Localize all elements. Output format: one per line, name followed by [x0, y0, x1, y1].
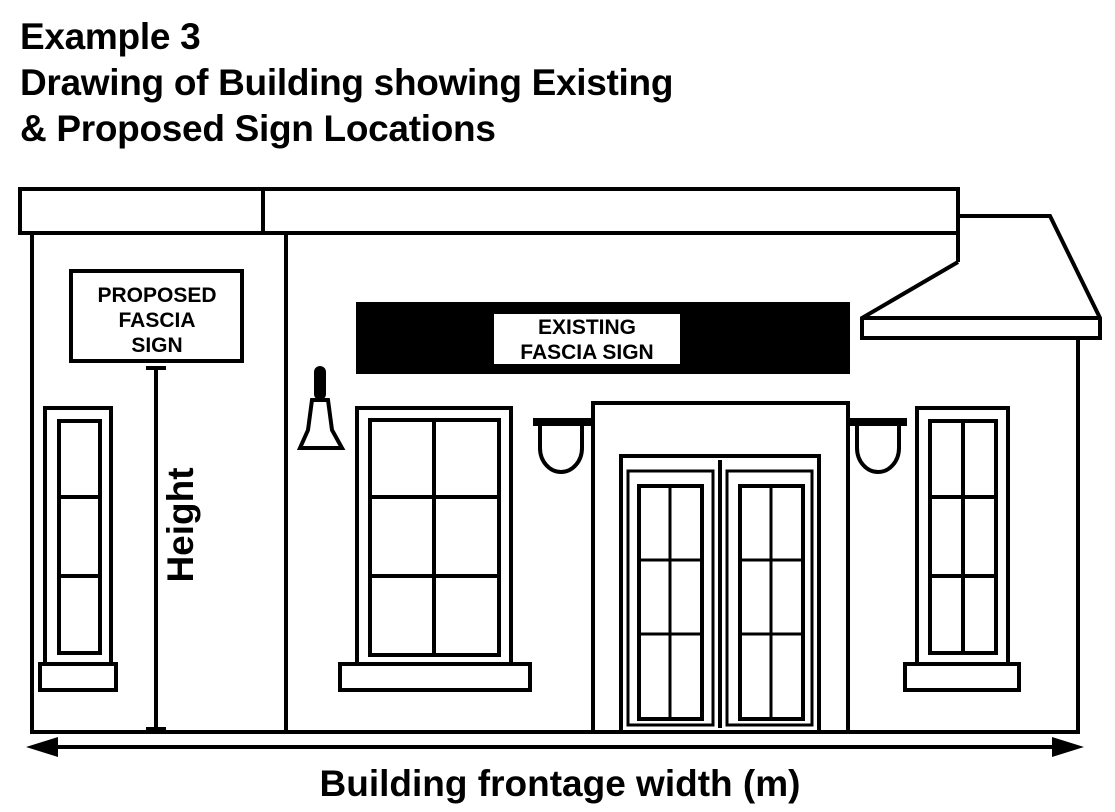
title-line-1: Example 3 [20, 16, 201, 57]
left-main-window [338, 406, 532, 692]
left-narrow-window [38, 406, 118, 692]
right-door [725, 469, 814, 727]
arrowhead-left-icon [26, 737, 58, 757]
height-label: Height [160, 467, 201, 582]
existing-sign-line-1: EXISTING [538, 316, 636, 339]
diagram-title: Example 3 Drawing of Building showing Ex… [20, 14, 673, 152]
wall-lamp-icon [296, 366, 346, 450]
proposed-sign-line-2: FASCIA [118, 309, 195, 332]
height-dimension: Height [146, 366, 201, 731]
door-lamp-right-icon [849, 418, 907, 474]
proposed-fascia-sign: PROPOSED FASCIA SIGN [69, 269, 244, 363]
door-lamp-left-icon [533, 418, 593, 474]
existing-sign-line-2: FASCIA SIGN [520, 341, 653, 364]
left-door [626, 469, 715, 727]
cornice [18, 187, 960, 235]
proposed-sign-line-1: PROPOSED [97, 284, 216, 307]
frontage-width-label: Building frontage width (m) [320, 763, 801, 804]
frontage-width-dimension: Building frontage width (m) [26, 737, 1084, 804]
side-canopy [860, 214, 1102, 340]
building-wall [30, 233, 1080, 734]
title-line-3: & Proposed Sign Locations [20, 108, 496, 149]
title-line-2: Drawing of Building showing Existing [20, 62, 674, 103]
right-narrow-window [903, 406, 1021, 692]
arrowhead-right-icon [1052, 737, 1084, 757]
entrance-doorway [591, 401, 850, 734]
proposed-sign-line-3: SIGN [131, 334, 182, 357]
existing-fascia-sign: EXISTING FASCIA SIGN [356, 302, 850, 374]
